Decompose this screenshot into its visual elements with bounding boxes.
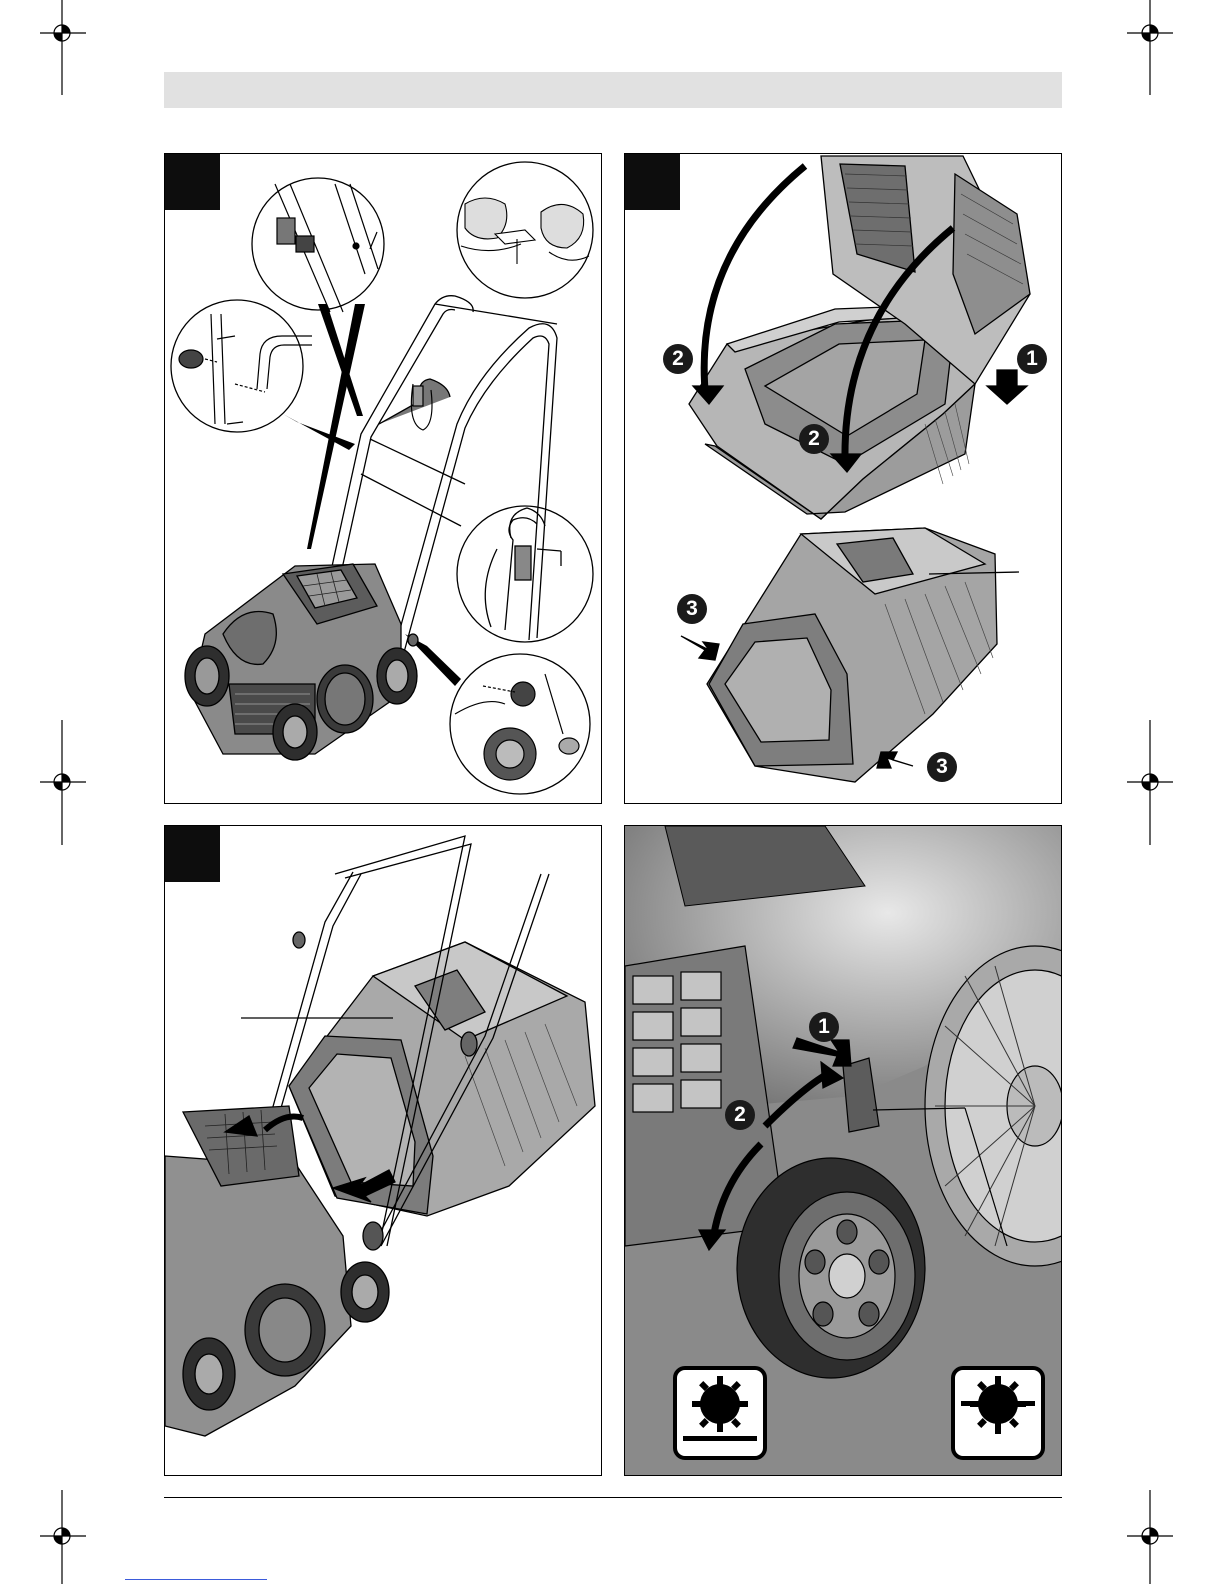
step-marker-2: 2 — [799, 424, 829, 454]
step-marker-3: 3 — [927, 752, 957, 782]
figure-panel-3 — [164, 825, 602, 1476]
bottom-link-underline — [125, 1579, 267, 1580]
footer-rule — [164, 1497, 1062, 1498]
grass-box-assembly-illustration — [625, 154, 1062, 804]
lawn-raker-assembly-illustration — [165, 154, 602, 804]
figure-panel-1 — [164, 153, 602, 804]
step-marker-1: 1 — [809, 1012, 839, 1042]
step-marker-1: 1 — [1017, 344, 1047, 374]
step-marker-2: 2 — [663, 344, 693, 374]
step-marker-2: 2 — [725, 1100, 755, 1130]
step-marker-3: 3 — [677, 594, 707, 624]
header-bar — [164, 72, 1062, 108]
handle-screw-detail-circle — [252, 178, 384, 310]
figure-panel-4: 1 2 — [624, 825, 1062, 1476]
height-adjustment-illustration — [625, 826, 1062, 1476]
figure-panel-2: 2 1 2 3 3 — [624, 153, 1062, 804]
attach-grass-box-illustration — [165, 826, 602, 1476]
